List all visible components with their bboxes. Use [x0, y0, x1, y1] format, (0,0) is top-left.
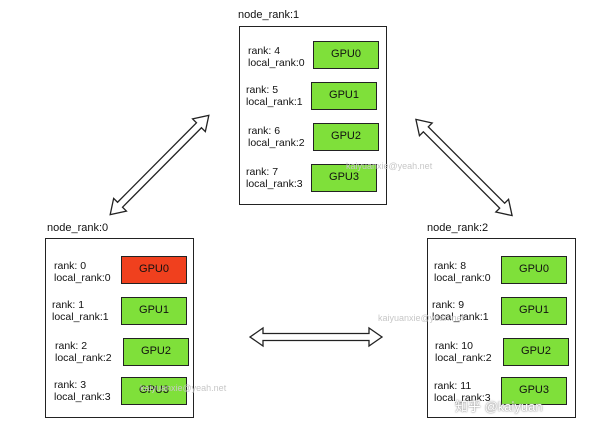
- watermark-email: kaiyuanxie@yeah.net: [346, 161, 433, 171]
- gpu-block: GPU0: [121, 256, 187, 284]
- node-label-0: node_rank:0: [47, 222, 109, 234]
- gpu-block: GPU1: [311, 82, 377, 110]
- gpu-block: GPU2: [123, 338, 189, 366]
- node-label-2: node_rank:2: [427, 222, 489, 234]
- zhihu-watermark: 知乎 @kaiyuan: [455, 399, 543, 414]
- gpu-block: GPU3: [121, 377, 187, 405]
- gpu-block: GPU2: [503, 338, 569, 366]
- gpu-block: GPU2: [313, 123, 379, 151]
- gpu-block: GPU3: [501, 377, 567, 405]
- gpu-block: GPU1: [121, 297, 187, 325]
- double-arrow-node1-node2: [415, 118, 513, 217]
- gpu-block: GPU0: [501, 256, 567, 284]
- gpu-block: GPU0: [313, 41, 379, 69]
- gpu-block: GPU3: [311, 164, 377, 192]
- watermark-email: kaiyuanxie@yeah.net: [140, 383, 227, 393]
- double-arrow-node0-node1: [109, 114, 210, 216]
- watermark-email: kaiyuanxie@yeah.net: [378, 313, 465, 323]
- node-label-1: node_rank:1: [238, 9, 300, 21]
- gpu-block: GPU1: [501, 297, 567, 325]
- double-arrow-node0-node2: [248, 326, 384, 348]
